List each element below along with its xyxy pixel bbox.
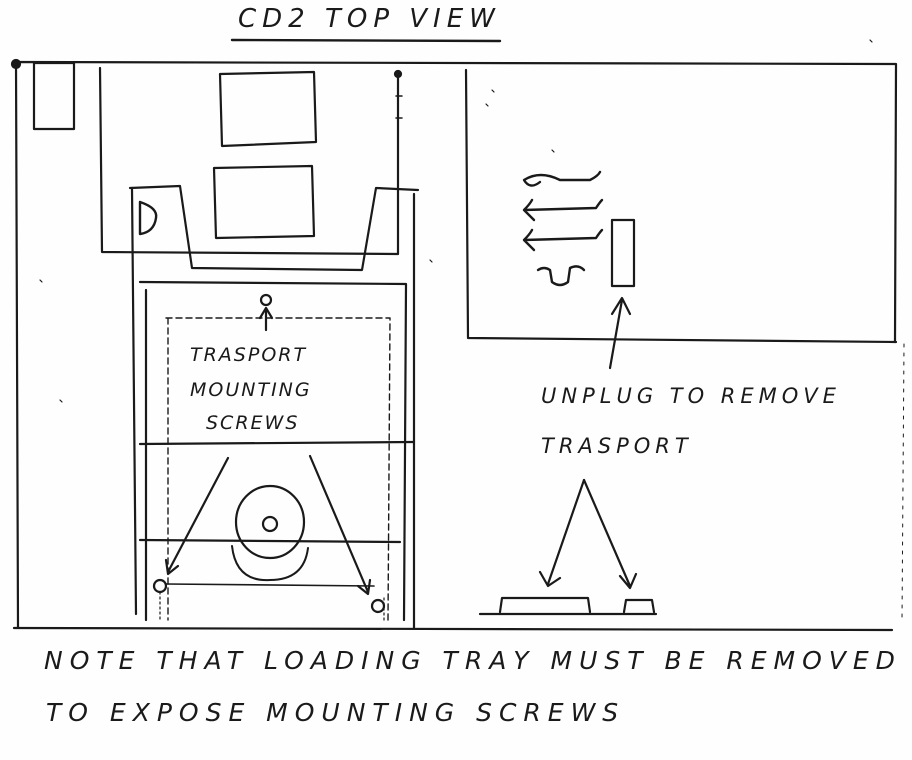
spindle-hub — [261, 515, 279, 533]
chassis-outline — [12, 60, 898, 632]
mounting-screws-label-line-1: TRASPORT — [190, 344, 308, 366]
tray-door-frame — [130, 186, 138, 616]
crossbar-lower — [138, 538, 402, 544]
speckle — [39, 39, 873, 403]
wire-4 — [536, 265, 586, 287]
mounting-screws-label-line-3: SCREWS — [206, 412, 300, 434]
rail-ticks — [159, 591, 385, 621]
title-underline — [230, 38, 502, 43]
note-line-2: TO EXPOSE MOUNTING SCREWS — [46, 698, 626, 727]
window-lower — [212, 164, 316, 240]
arrow-to-connector-1 — [538, 478, 586, 588]
connector-base — [478, 596, 658, 616]
compartment-tick — [395, 95, 403, 119]
chassis-right-edge — [901, 343, 905, 621]
clamp-arc — [231, 545, 309, 582]
right-panel — [464, 68, 898, 344]
screw-rail — [165, 583, 375, 587]
transport-frame-outer — [138, 280, 408, 622]
upper-compartment — [98, 66, 400, 256]
bottom-right-screw — [370, 598, 386, 614]
arrow-right-screw — [308, 454, 372, 596]
unplug-label-line-1: UNPLUG TO REMOVE — [541, 384, 841, 408]
wire-1 — [522, 170, 602, 187]
wire-3 — [522, 228, 604, 252]
top-screw-arrow — [258, 306, 274, 332]
mounting-screws-label-line-2: MOUNTING — [190, 379, 312, 401]
arrow-to-connector-2 — [582, 478, 638, 590]
page-title: CD2 TOP VIEW — [238, 4, 501, 34]
upper-compartment-dot — [393, 69, 403, 79]
note-line-1: NOTE THAT LOADING TRAY MUST BE REMOVED — [44, 646, 902, 675]
bottom-left-screw — [152, 578, 168, 594]
disc-door-letter: D — [140, 204, 141, 205]
door-d-mark — [138, 200, 158, 236]
unplug-label-line-2: TRASPORT — [541, 434, 693, 458]
crossbar-upper — [138, 440, 416, 446]
arrow-left-screw — [164, 456, 230, 576]
tray-outline — [128, 184, 420, 272]
connector-arrow — [608, 296, 632, 370]
window-upper — [218, 70, 318, 148]
connector — [610, 218, 636, 288]
chassis-corner-dot — [10, 58, 22, 70]
front-panel-block — [32, 61, 76, 131]
wire-2 — [522, 198, 604, 222]
spindle-outer — [234, 484, 306, 560]
top-screw — [259, 293, 273, 307]
